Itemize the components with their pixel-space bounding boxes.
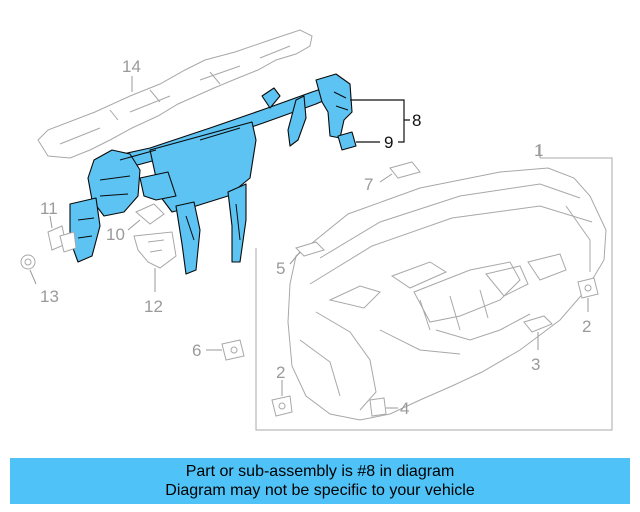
callout-3: 3	[531, 355, 540, 374]
part-9-bracket	[337, 131, 357, 151]
part-5-clip	[295, 241, 325, 257]
part-4-clip	[369, 397, 387, 417]
part-3-clip	[523, 315, 553, 333]
callout-12: 12	[144, 297, 163, 316]
callout-14: 14	[122, 57, 141, 76]
info-banner: Part or sub-assembly is #8 in diagram Di…	[10, 458, 630, 504]
part-13-bolt	[20, 254, 36, 270]
callout-4: 4	[400, 399, 409, 418]
callout-13: 13	[40, 287, 59, 306]
part-14-shield	[37, 29, 313, 159]
callout-5: 5	[276, 259, 285, 278]
callout-10: 10	[106, 225, 125, 244]
leader-13	[29, 269, 37, 285]
banner-line-1: Part or sub-assembly is #8 in diagram	[185, 463, 455, 480]
part-8-cross-car-beam[interactable]	[69, 73, 353, 275]
part-6-bracket	[221, 339, 245, 361]
part-2-clip-left	[271, 395, 293, 417]
part-10-bracket	[135, 203, 165, 225]
part-1-frame	[255, 157, 613, 431]
leader-10	[127, 219, 141, 231]
banner-line-2: Diagram may not be specific to your vehi…	[165, 482, 475, 499]
leader-8	[350, 99, 410, 143]
leader-7	[379, 173, 393, 183]
parts-diagram: 1 2 2 3 4 5 6 7 8 9 10 11 12 13 14	[20, 29, 613, 431]
callout-7: 7	[364, 175, 373, 194]
part-11-connector	[47, 225, 77, 253]
callout-9: 9	[384, 133, 393, 152]
leader-5	[289, 251, 301, 265]
callout-2-right: 2	[582, 317, 591, 336]
part-12-bracket	[133, 231, 177, 269]
callout-6: 6	[192, 341, 201, 360]
part-1-instrument-panel	[287, 167, 607, 421]
callout-8: 8	[412, 111, 421, 130]
callout-2-left: 2	[276, 363, 285, 382]
callout-1: 1	[534, 141, 543, 160]
callout-11: 11	[40, 199, 58, 218]
part-2-clip-right	[577, 277, 599, 299]
part-7-duct	[389, 161, 421, 179]
leader-11	[49, 215, 53, 229]
